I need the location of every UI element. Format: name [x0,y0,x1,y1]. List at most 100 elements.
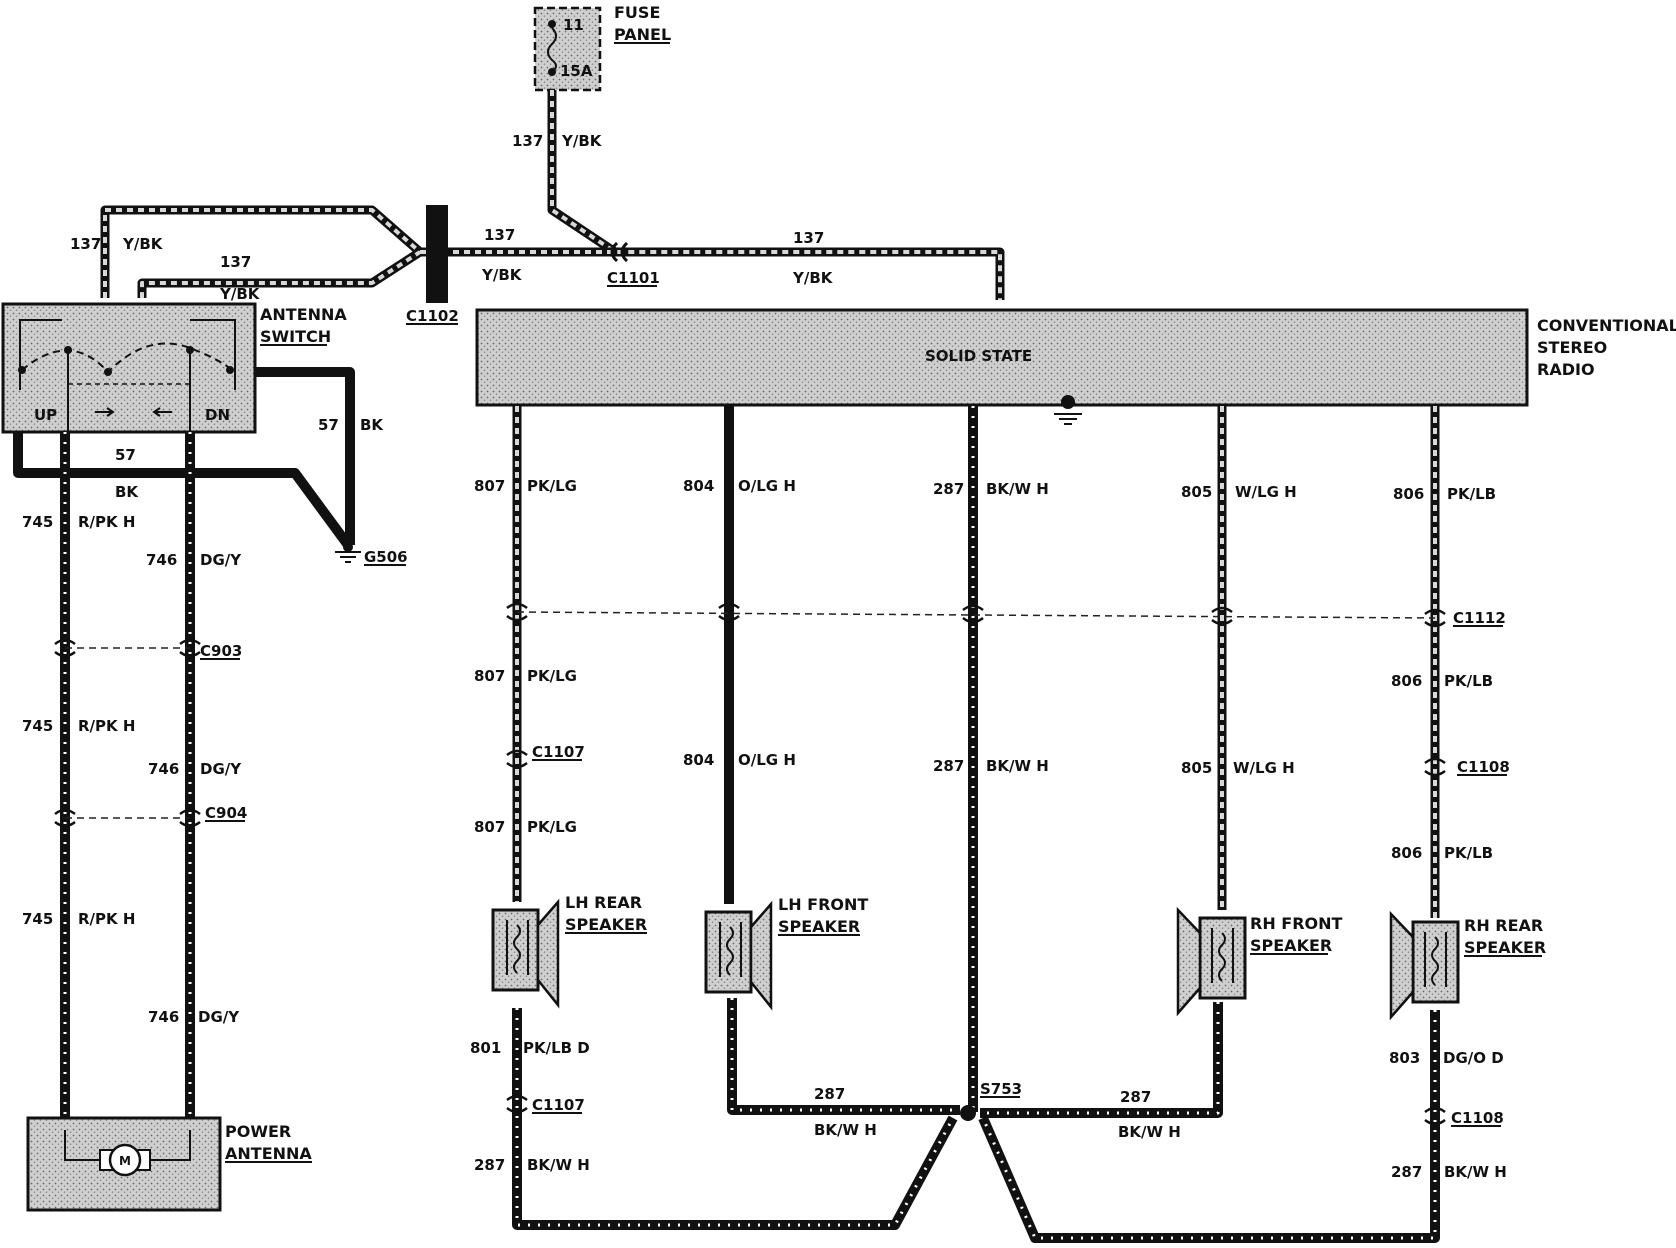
motor-symbol: M [119,1154,131,1168]
power-antenna: M POWER ANTENNA [26,1116,312,1212]
wire-745-3-color: R/PK H [78,910,135,928]
c1102-label: C1102 [406,307,459,325]
wire-745-2-num: 745 [22,717,53,735]
wire-746-1-num: 746 [146,551,177,569]
wire-137-fuse-num: 137 [512,132,543,150]
connector-c1101: C1101 [607,241,660,287]
power-antenna-label-2: ANTENNA [225,1144,312,1163]
rh-front-speaker-label-2: SPEAKER [1250,936,1332,955]
wire-801-color: PK/LB D [523,1039,590,1057]
lh-rear-speaker-label-1: LH REAR [565,893,642,912]
rh-rear-speaker-label-1: RH REAR [1464,916,1543,935]
fuse-panel-label-1: FUSE [614,3,660,22]
fuse-panel-label-2: PANEL [614,25,671,44]
wire-803-color: DG/O D [1443,1049,1504,1067]
switch-up-label: UP [34,406,57,424]
antenna-leads: C903 C904 [54,432,247,1130]
wire-57-a-num: 57 [318,416,339,434]
c1107-b-label: C1107 [532,1096,585,1114]
wire-806-1-num: 806 [1393,485,1424,503]
c1101-label: C1101 [607,269,660,287]
wire-137-sw2-color: Y/BK [219,285,261,303]
wire-804-2-color: O/LG H [738,751,796,769]
wire-804-2-num: 804 [683,751,714,769]
lh-front-speaker-label-2: SPEAKER [778,917,860,936]
wire-805-1-num: 805 [1181,483,1212,501]
wire-746-3-color: DG/Y [198,1008,240,1026]
wire-745-3-num: 745 [22,910,53,928]
wire-287-1-num: 287 [933,480,964,498]
lh-front-speaker-label-1: LH FRONT [778,895,868,914]
wire-804-1-color: O/LG H [738,477,796,495]
feed-wires-137 [100,90,1005,300]
wire-806-1-color: PK/LB [1447,485,1496,503]
fuse-number: 11 [563,16,584,34]
wire-745-1-color: R/PK H [78,513,135,531]
radio-inner-label: SOLID STATE [925,347,1032,365]
wire-801-num: 801 [470,1039,501,1057]
wire-287-lr-num: 287 [474,1156,505,1174]
connector-c1102: C1102 [406,205,459,325]
radio-label-3: RADIO [1537,360,1595,379]
wire-806-2-color: PK/LB [1444,672,1493,690]
rh-front-speaker: RH FRONT SPEAKER [1176,906,1343,1017]
lh-rear-speaker-label-2: SPEAKER [565,915,647,934]
wire-803-num: 803 [1389,1049,1420,1067]
wire-57-b-num: 57 [115,446,136,464]
wire-287-2-num: 287 [933,757,964,775]
antenna-switch: UP DN ANTENNA SWITCH [1,302,347,434]
antenna-switch-label-2: SWITCH [260,327,331,346]
wire-137-c1102-num: 137 [484,226,515,244]
wire-137-radio-num: 137 [793,229,824,247]
wire-807-3-color: PK/LG [527,818,577,836]
s753-label: S753 [980,1080,1022,1098]
rh-rear-speaker-label-2: SPEAKER [1464,938,1546,957]
wire-287-lf-num: 287 [814,1085,845,1103]
wire-746-2-color: DG/Y [200,760,242,778]
wire-746-2-num: 746 [148,760,179,778]
wire-805-2-num: 805 [1181,759,1212,777]
ground-wires-57: G506 [13,367,408,566]
power-antenna-label-1: POWER [225,1122,291,1141]
wire-137-fuse-color: Y/BK [561,132,603,150]
wire-287-rf-color: BK/W H [1118,1123,1181,1141]
wire-805-1-color: W/LG H [1235,483,1297,501]
wire-287-2-color: BK/W H [986,757,1049,775]
c903-label: C903 [200,642,242,660]
radio-label-2: STEREO [1537,338,1607,357]
speaker-wires [512,406,1440,1243]
wire-287-rf-num: 287 [1120,1088,1151,1106]
wire-287-rr-num: 287 [1391,1163,1422,1181]
fuse-panel: 11 15A FUSE PANEL [533,3,671,92]
wire-806-2-num: 806 [1391,672,1422,690]
wire-57-b-color: BK [115,483,139,501]
wire-804-1-num: 804 [683,477,714,495]
rh-front-speaker-label-1: RH FRONT [1250,914,1343,933]
antenna-switch-label-1: ANTENNA [260,305,347,324]
stereo-radio: SOLID STATE CONVENTIONAL STEREO RADIO [475,308,1676,425]
wire-806-3-num: 806 [1391,844,1422,862]
c1108-b-label: C1108 [1451,1109,1504,1127]
speaker-connectors: C1112 C1107 C1108 C1107 C1108 S753 [506,602,1510,1127]
switch-dn-label: DN [205,406,230,424]
c1112-label: C1112 [1453,609,1506,627]
wire-745-2-color: R/PK H [78,717,135,735]
c1108-a-label: C1108 [1457,758,1510,776]
wire-57-a-color: BK [360,416,384,434]
wire-807-1-num: 807 [474,477,505,495]
wire-805-2-color: W/LG H [1233,759,1295,777]
wire-745-1-num: 745 [22,513,53,531]
wire-137-sw1-color: Y/BK [122,235,164,253]
wire-807-2-num: 807 [474,667,505,685]
c1107-a-label: C1107 [532,743,585,761]
wire-807-1-color: PK/LG [527,477,577,495]
wire-807-3-num: 807 [474,818,505,836]
rh-rear-speaker: RH REAR SPEAKER [1389,910,1546,1021]
wire-137-c1102-color: Y/BK [481,266,523,284]
lh-rear-speaker: LH REAR SPEAKER [491,893,647,1009]
wire-807-2-color: PK/LG [527,667,577,685]
wire-287-1-color: BK/W H [986,480,1049,498]
wire-137-sw1-num: 137 [70,235,101,253]
lh-front-speaker: LH FRONT SPEAKER [704,895,868,1011]
